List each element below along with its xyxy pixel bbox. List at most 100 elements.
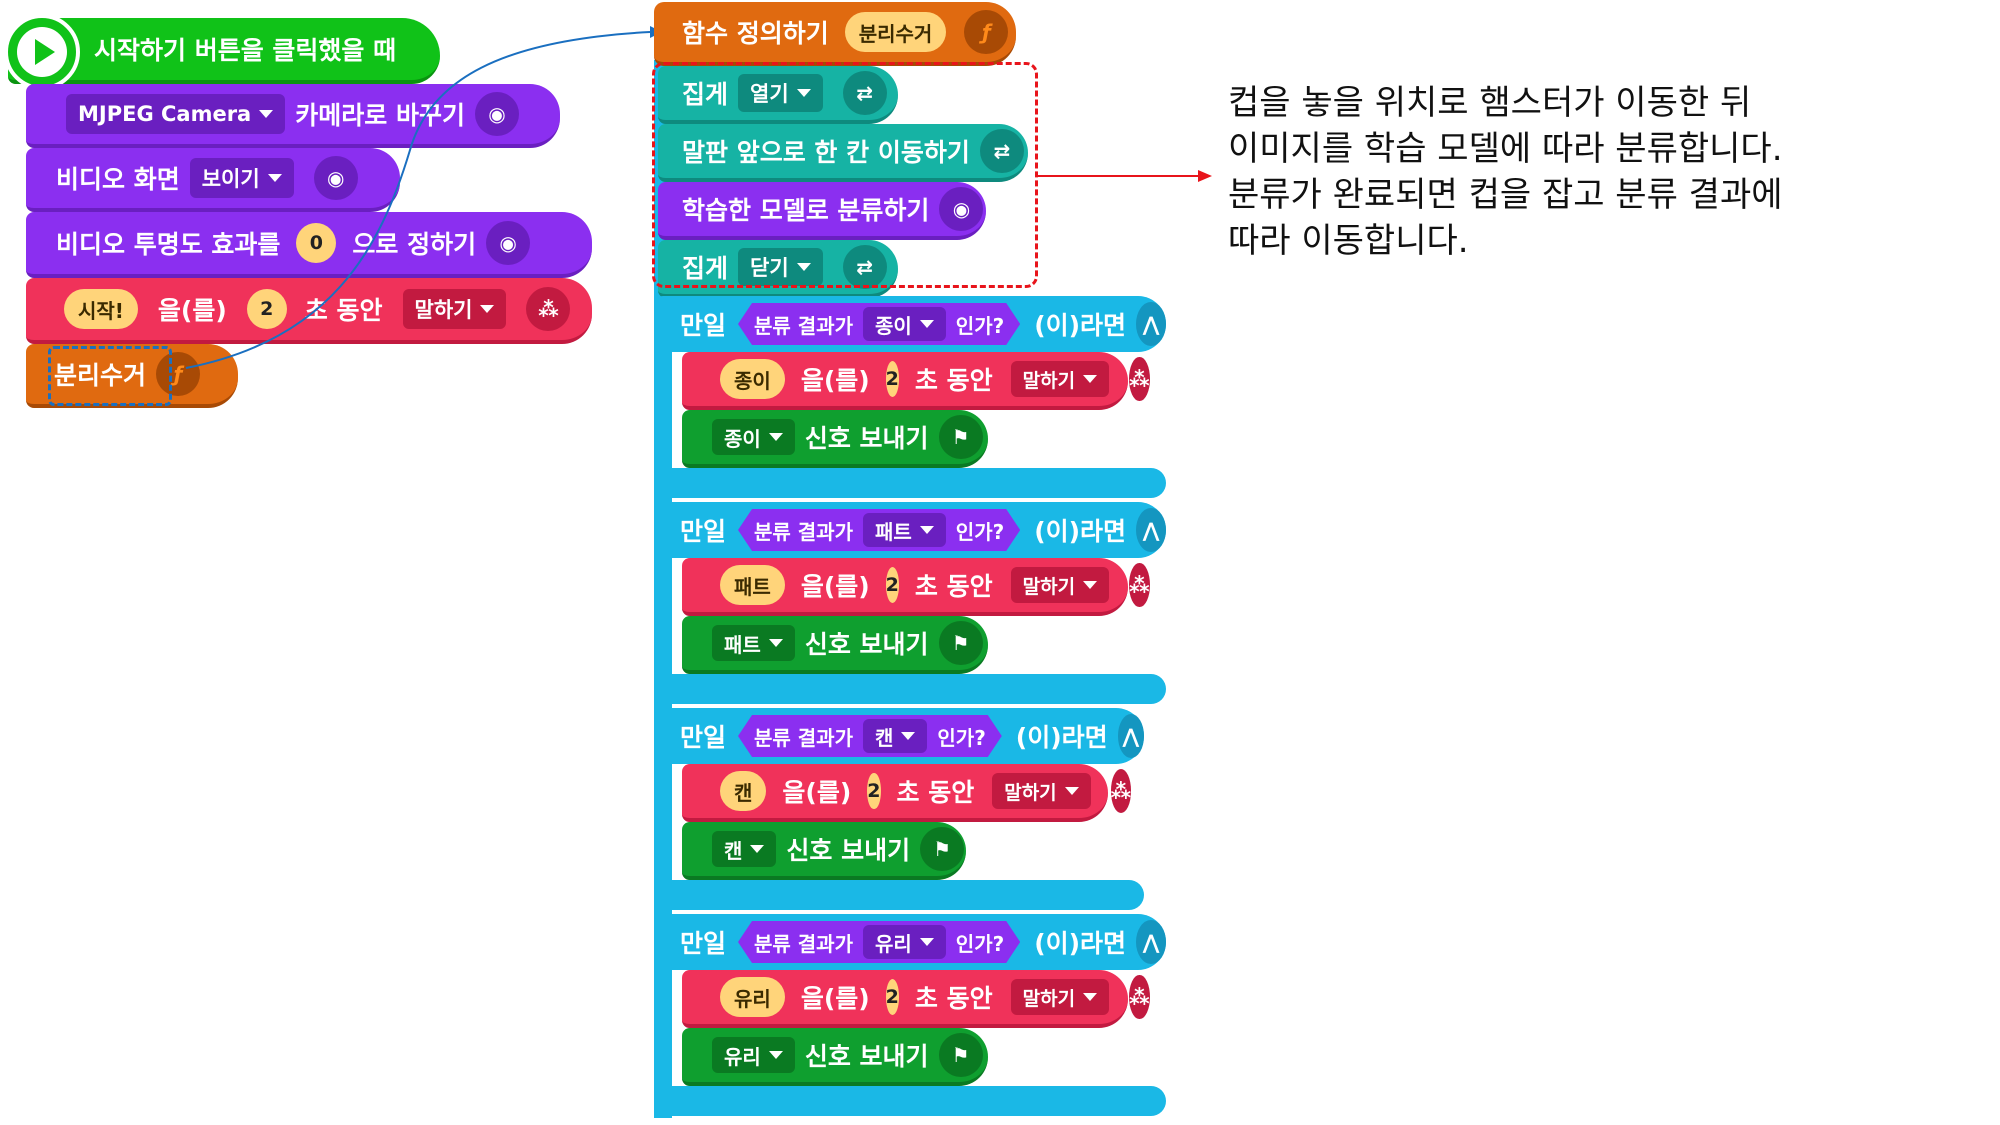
if-block-footer bbox=[654, 880, 1144, 910]
say-seconds[interactable]: 2 bbox=[246, 289, 287, 329]
chevron-down-icon bbox=[750, 845, 765, 853]
video-dropdown[interactable]: 보이기 bbox=[189, 158, 294, 198]
classification-condition[interactable]: 분류 결과가 캔 인가? bbox=[738, 715, 1002, 757]
video-transparency-block[interactable]: 비디오 투명도 효과를 0 으로 정하기 ◉ bbox=[26, 212, 592, 278]
say-block[interactable]: 패트 을(를) 2 초 동안 말하기 ⁂ bbox=[682, 558, 1150, 616]
say-seconds[interactable]: 2 bbox=[867, 773, 881, 809]
then-label: (이)라면 bbox=[1034, 929, 1127, 958]
say-seconds[interactable]: 2 bbox=[885, 361, 899, 397]
say-seconds[interactable]: 2 bbox=[885, 979, 899, 1015]
say-block[interactable]: 캔 을(를) 2 초 동안 말하기 ⁂ bbox=[682, 764, 1132, 822]
play-icon[interactable] bbox=[4, 14, 80, 90]
chevron-down-icon bbox=[259, 110, 274, 118]
say-particle: 을(를) bbox=[157, 296, 227, 325]
say-text-value[interactable]: 종이 bbox=[720, 359, 785, 399]
flag-icon: ⚑ bbox=[938, 415, 983, 459]
annotation-line-1: 컵을 놓을 위치로 햄스터가 이동한 뒤 bbox=[1228, 83, 1752, 123]
if-block[interactable]: 만일 분류 결과가 캔 인가? (이)라면 ⋀ bbox=[654, 708, 1144, 764]
gripper-close-dropdown[interactable]: 닫기 bbox=[738, 248, 823, 286]
annotation-arrowhead bbox=[1198, 170, 1212, 182]
define-label: 함수 정의하기 bbox=[682, 19, 829, 48]
ai-icon: ◉ bbox=[313, 156, 358, 200]
hamster-icon: ⇄ bbox=[979, 129, 1024, 173]
say-particle: 을(를) bbox=[800, 572, 870, 601]
say-mode-dropdown[interactable]: 말하기 bbox=[1010, 567, 1110, 603]
class-dropdown[interactable]: 패트 bbox=[863, 513, 946, 547]
condition-suffix: 인가? bbox=[955, 519, 1005, 544]
say-text-value[interactable]: 캔 bbox=[720, 771, 767, 811]
say-mode-dropdown[interactable]: 말하기 bbox=[992, 773, 1091, 809]
say-mode-dropdown[interactable]: 말하기 bbox=[1010, 979, 1110, 1015]
send-signal-block[interactable]: 패트 신호 보내기 ⚑ bbox=[682, 616, 988, 674]
ai-icon: ◉ bbox=[486, 221, 531, 265]
function-call-block[interactable]: 분리수거 ƒ bbox=[26, 344, 238, 408]
say-block[interactable]: 유리 을(를) 2 초 동안 말하기 ⁂ bbox=[682, 970, 1150, 1028]
chevron-down-icon bbox=[796, 263, 811, 271]
classification-condition[interactable]: 분류 결과가 종이 인가? bbox=[738, 303, 1020, 345]
class-dropdown[interactable]: 종이 bbox=[863, 307, 946, 341]
say-block[interactable]: 종이 을(를) 2 초 동안 말하기 ⁂ bbox=[682, 352, 1150, 410]
annotation-text: 컵을 놓을 위치로 햄스터가 이동한 뒤 이미지를 학습 모델에 따라 분류합니… bbox=[1228, 80, 1988, 264]
hat-label: 시작하기 버튼을 클릭했을 때 bbox=[94, 36, 397, 65]
function-name-field[interactable]: 분리수거 bbox=[844, 12, 947, 52]
move-forward-block[interactable]: 말판 앞으로 한 칸 이동하기 ⇄ bbox=[658, 124, 1028, 182]
chevron-down-icon bbox=[920, 320, 934, 328]
gripper-label: 집게 bbox=[682, 254, 729, 283]
video-label: 비디오 화면 bbox=[56, 165, 180, 194]
say-particle: 을(를) bbox=[782, 778, 852, 807]
if-word: 만일 bbox=[680, 311, 727, 340]
if-block-footer bbox=[654, 468, 1166, 498]
chevron-down-icon bbox=[1083, 581, 1098, 589]
annotation-line-2: 이미지를 학습 모델에 따라 분류합니다. bbox=[1228, 129, 1783, 169]
camera-dropdown[interactable]: MJPEG Camera bbox=[66, 94, 286, 134]
if-block[interactable]: 만일 분류 결과가 패트 인가? (이)라면 ⋀ bbox=[654, 502, 1166, 558]
class-dropdown[interactable]: 유리 bbox=[863, 925, 946, 959]
chevron-down-icon bbox=[1083, 375, 1098, 383]
send-signal-block[interactable]: 유리 신호 보내기 ⚑ bbox=[682, 1028, 988, 1086]
then-label: (이)라면 bbox=[1034, 517, 1127, 546]
branch-icon: ⋀ bbox=[1136, 302, 1166, 346]
say-mode-dropdown[interactable]: 말하기 bbox=[402, 289, 507, 329]
say-block[interactable]: 시작! 을(를) 2 초 동안 말하기 ⁂ bbox=[26, 278, 592, 344]
signal-dropdown[interactable]: 캔 bbox=[712, 831, 777, 867]
video-screen-block[interactable]: 비디오 화면 보이기 ◉ bbox=[26, 148, 400, 212]
condition-prefix: 분류 결과가 bbox=[754, 725, 853, 750]
say-seconds[interactable]: 2 bbox=[885, 567, 899, 603]
classification-condition[interactable]: 분류 결과가 패트 인가? bbox=[738, 509, 1020, 551]
highlight-box bbox=[652, 62, 1038, 288]
function-define-block[interactable]: 함수 정의하기 분리수거 ƒ bbox=[654, 2, 1016, 66]
classify-block[interactable]: 학습한 모델로 분류하기 ◉ bbox=[658, 182, 986, 240]
switch-camera-block[interactable]: MJPEG Camera 카메라로 바꾸기 ◉ bbox=[26, 84, 560, 148]
gripper-close-block[interactable]: 집게 닫기 ⇄ bbox=[658, 240, 898, 298]
chevron-down-icon bbox=[920, 938, 934, 946]
send-label: 신호 보내기 bbox=[804, 1042, 929, 1071]
if-block[interactable]: 만일 분류 결과가 유리 인가? (이)라면 ⋀ bbox=[654, 914, 1166, 970]
signal-dropdown[interactable]: 패트 bbox=[712, 625, 795, 661]
gripper-open-block[interactable]: 집게 열기 ⇄ bbox=[658, 66, 898, 124]
say-text-value[interactable]: 유리 bbox=[720, 977, 785, 1017]
transparency-value[interactable]: 0 bbox=[296, 223, 337, 263]
if-block[interactable]: 만일 분류 결과가 종이 인가? (이)라면 ⋀ bbox=[654, 296, 1166, 352]
send-label: 신호 보내기 bbox=[786, 836, 911, 865]
looks-icon: ⁂ bbox=[526, 287, 571, 331]
say-mode-dropdown[interactable]: 말하기 bbox=[1010, 361, 1110, 397]
send-signal-block[interactable]: 캔 신호 보내기 ⚑ bbox=[682, 822, 966, 880]
condition-suffix: 인가? bbox=[937, 725, 986, 750]
if-block-footer bbox=[654, 674, 1166, 704]
say-text-value[interactable]: 패트 bbox=[720, 565, 785, 605]
chevron-down-icon bbox=[768, 1051, 783, 1059]
then-label: (이)라면 bbox=[1034, 311, 1127, 340]
function-icon: ƒ bbox=[964, 10, 1009, 54]
say-unit: 초 동안 bbox=[304, 296, 383, 325]
transparency-suffix: 으로 정하기 bbox=[352, 230, 477, 259]
signal-dropdown[interactable]: 종이 bbox=[712, 419, 795, 455]
chevron-down-icon bbox=[920, 526, 934, 534]
say-text-value[interactable]: 시작! bbox=[64, 289, 138, 329]
chevron-down-icon bbox=[768, 433, 783, 441]
chevron-down-icon bbox=[1083, 993, 1098, 1001]
send-signal-block[interactable]: 종이 신호 보내기 ⚑ bbox=[682, 410, 988, 468]
signal-dropdown[interactable]: 유리 bbox=[712, 1037, 795, 1073]
class-dropdown[interactable]: 캔 bbox=[863, 719, 927, 753]
gripper-open-dropdown[interactable]: 열기 bbox=[738, 74, 823, 112]
classification-condition[interactable]: 분류 결과가 유리 인가? bbox=[738, 921, 1020, 963]
